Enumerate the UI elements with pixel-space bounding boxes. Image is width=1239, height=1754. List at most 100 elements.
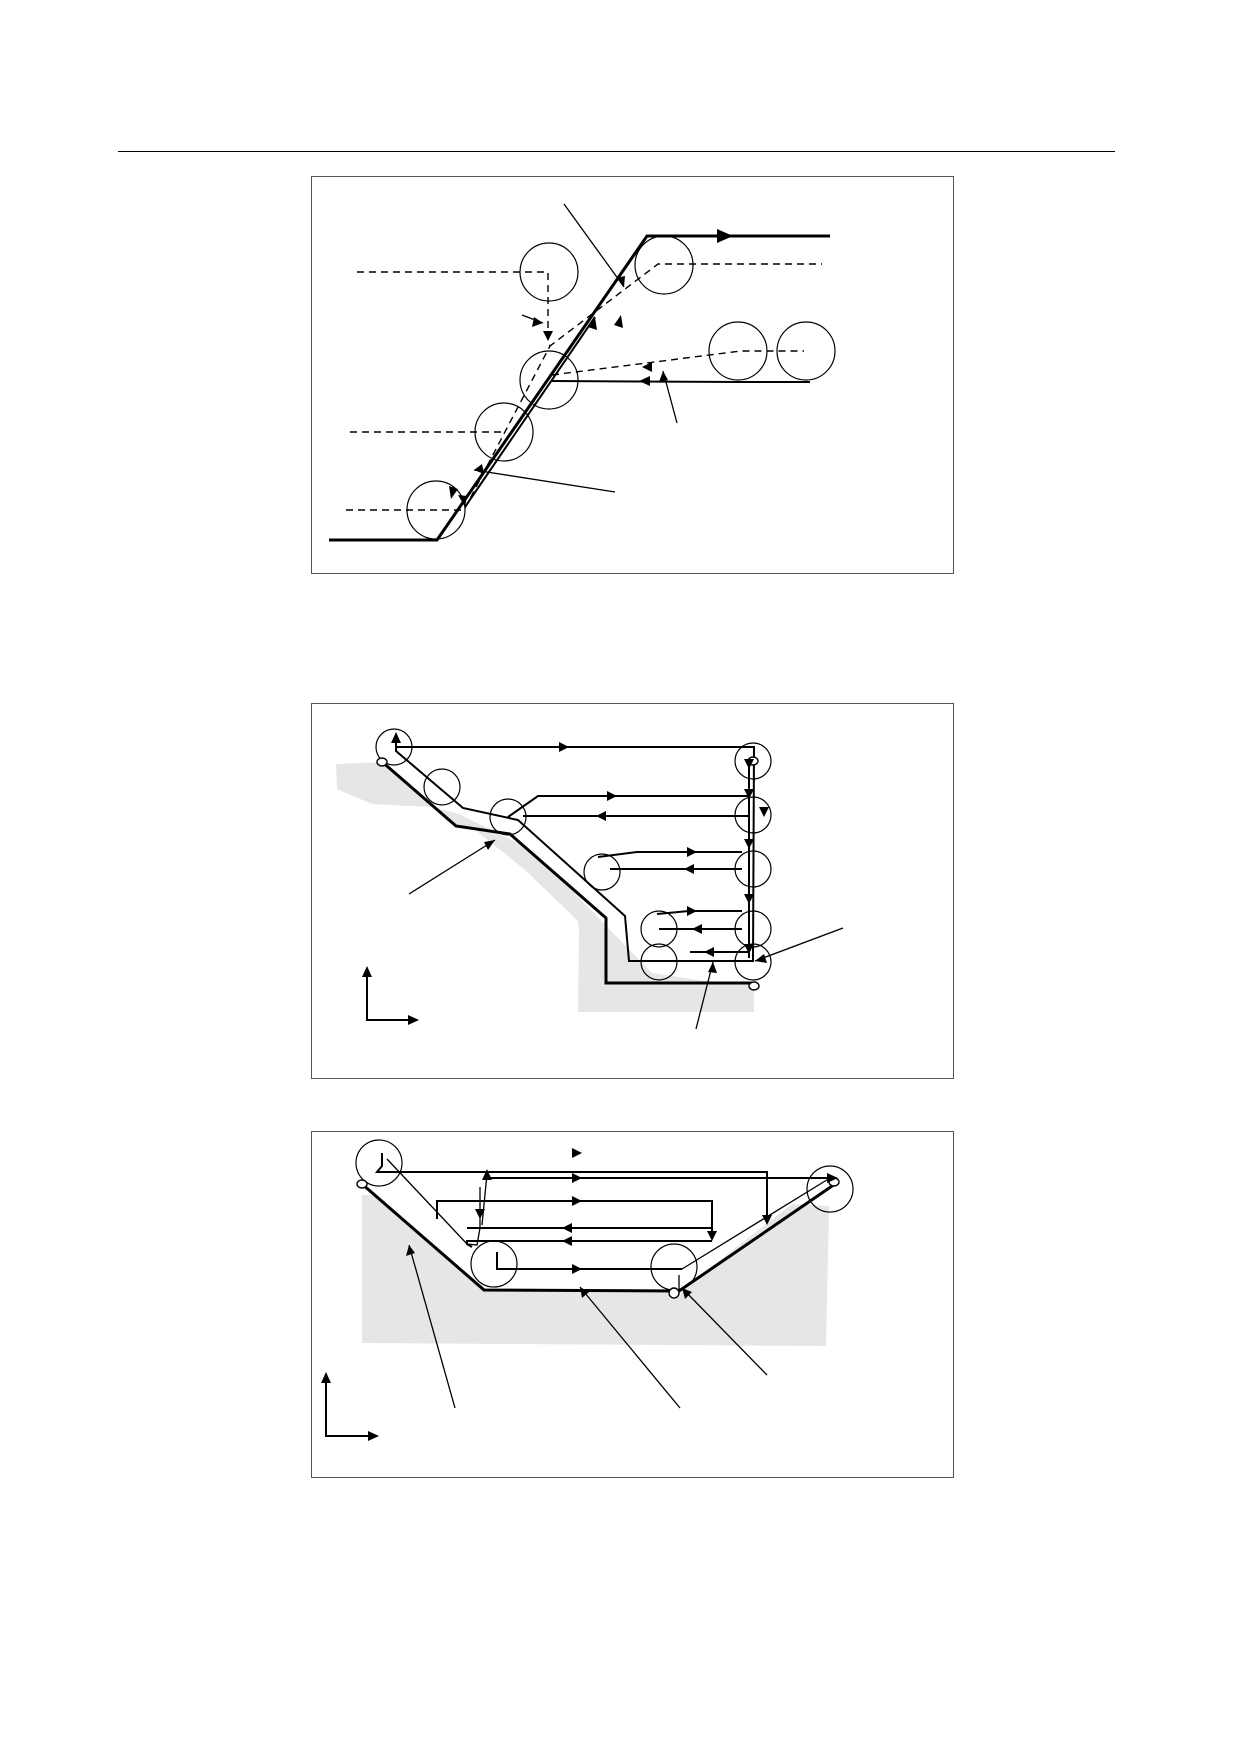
contour-profile (329, 234, 830, 542)
tool-path-pass-3-return (466, 1240, 712, 1248)
arrow-head (684, 864, 694, 874)
axis-arrow-right (408, 1015, 419, 1025)
arrow-head (532, 317, 543, 327)
workpiece-stock (362, 1195, 829, 1346)
start-point (356, 1179, 368, 1189)
tool-path-dashed-upper (357, 263, 822, 348)
arrow-head (687, 847, 697, 857)
workpiece-stock (336, 762, 754, 1012)
axis-indicator (325, 1380, 371, 1437)
arrow-head (659, 371, 668, 382)
arrow-head (562, 1223, 572, 1233)
tool-path-dashed-lower-2 (346, 345, 551, 511)
arrow-head (744, 759, 754, 769)
arrow-head (607, 791, 617, 801)
arrow-head (744, 944, 754, 954)
arrow-head (596, 811, 606, 821)
axis-arrow-right (368, 1431, 379, 1441)
tool-circle (640, 910, 678, 948)
arrow-head (474, 464, 484, 474)
tool-circle (470, 1240, 518, 1288)
arrow-head (588, 317, 597, 330)
leader-line (695, 961, 714, 1030)
start-point (376, 757, 388, 767)
approach-path-solid (464, 316, 596, 508)
arrow-head (707, 1231, 717, 1241)
arrow-head (572, 1173, 582, 1183)
leader-line (579, 1286, 681, 1409)
arrow-head (682, 1288, 692, 1299)
arrow-head (572, 1148, 582, 1158)
tool-circle (776, 321, 836, 381)
tool-circle (734, 910, 772, 948)
arrow-head (744, 894, 754, 904)
end-point (748, 981, 760, 991)
arrow-head (642, 362, 652, 372)
header-rule (118, 151, 1115, 152)
tool-path-pass-1 (486, 1174, 830, 1179)
arrow-head (708, 962, 717, 973)
tool-circle (519, 350, 579, 410)
trapezoid-groove-diagram (311, 1131, 954, 1478)
tool-circle (634, 235, 694, 295)
arrow-head (687, 906, 697, 916)
tool-circle (583, 853, 621, 891)
leader-line (408, 1244, 456, 1409)
arrow-head (617, 276, 625, 287)
leader-line (754, 927, 844, 962)
leader-line (473, 469, 616, 493)
arrow-head (755, 954, 767, 963)
arrow-head (759, 807, 769, 817)
tool-path-dashed-right (551, 350, 804, 376)
tool-path-inner-left-2 (481, 1173, 488, 1226)
trapezoid-groove-drawing (321, 1139, 854, 1441)
arrow-head (562, 1236, 572, 1246)
arrow-head (717, 229, 733, 243)
arrow-head (704, 947, 714, 957)
tool-circle (406, 480, 466, 540)
arrow-head (475, 1209, 485, 1219)
tool-circle (734, 742, 772, 780)
arrow-head (482, 1169, 492, 1180)
tool-path-lower (496, 1252, 682, 1270)
tool-circle (375, 728, 413, 766)
tool-circle (650, 1243, 698, 1291)
arrow-head (827, 1173, 838, 1183)
cutter-path-drawing (329, 203, 836, 542)
cutter-path-diagram (311, 176, 954, 574)
arrow-head (572, 1196, 582, 1206)
axis-indicator (366, 974, 411, 1021)
tool-path-pass-2 (597, 850, 742, 858)
arrow-head (543, 331, 553, 341)
arrow-head (572, 1264, 582, 1274)
arrow-head (744, 789, 754, 799)
corner-point (668, 1287, 680, 1299)
arrow-head (458, 495, 467, 507)
tool-path-outer (374, 1153, 768, 1217)
tool-path-inner-right (681, 1177, 831, 1270)
part-contour (379, 758, 756, 985)
arrow-head (639, 376, 650, 386)
tool-circle (519, 242, 579, 302)
pocket-finishing-diagram (311, 703, 954, 1079)
leader-line (563, 203, 625, 288)
arrow-head (449, 486, 458, 499)
arrow-head (559, 742, 569, 752)
arrow-head (580, 1287, 589, 1298)
tool-circle (423, 768, 461, 806)
tool-path-pass-1 (507, 795, 750, 818)
arrow-head (762, 1215, 772, 1225)
tool-circle (734, 850, 772, 888)
tool-path-outer (395, 741, 756, 962)
arrow-head (484, 840, 495, 850)
axis-arrow-up (321, 1372, 331, 1383)
tool-circle (640, 943, 678, 981)
tool-path-solid-right (551, 380, 810, 383)
axis-arrow-up (362, 966, 372, 977)
leader-line (408, 839, 496, 895)
pocket-finishing-drawing (336, 728, 844, 1030)
arrow-head (692, 924, 702, 934)
tool-path-pass-3 (656, 910, 742, 915)
arrow-head (391, 732, 401, 743)
tool-circle (355, 1139, 403, 1187)
